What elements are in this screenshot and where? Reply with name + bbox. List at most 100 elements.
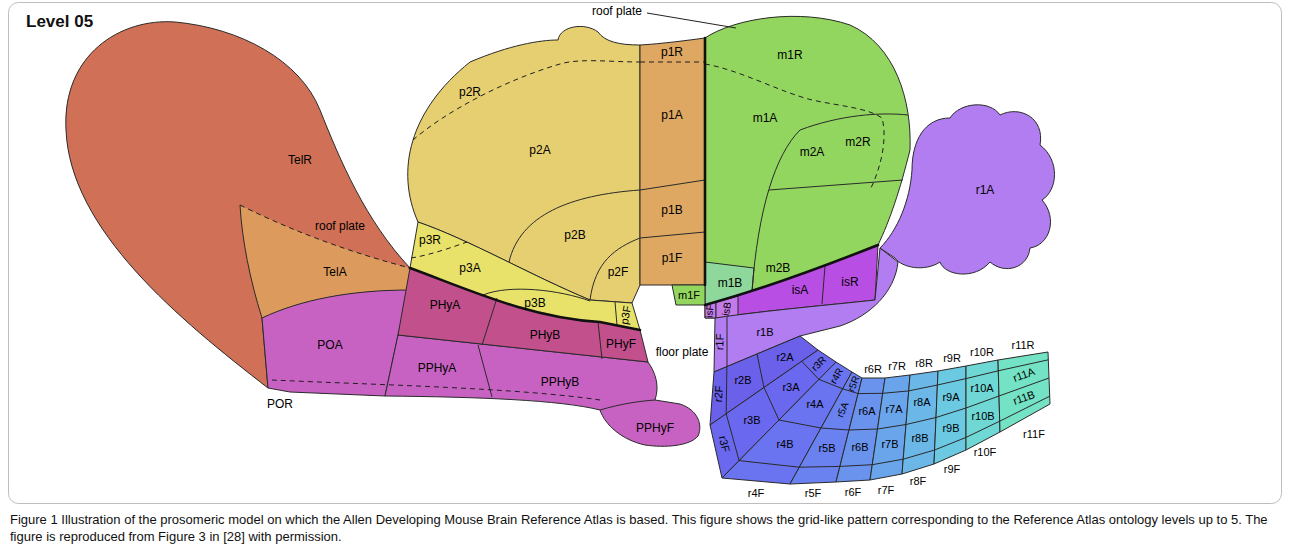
figure-caption: Figure 1 Illustration of the prosomeric …: [10, 511, 1280, 545]
forebrain-regions-part: [598, 322, 602, 359]
region-label: p1F: [662, 252, 683, 264]
hindbrain-grid: [710, 336, 1050, 484]
region-label: r5F: [805, 488, 822, 499]
forebrain-regions-part: [705, 302, 716, 318]
region-label: r3F: [717, 435, 731, 454]
region-label: PPHyA: [418, 362, 457, 374]
region-label: m1A: [753, 112, 778, 124]
region-label: p2F: [608, 266, 629, 278]
region-label: r3B: [743, 415, 760, 426]
region-label: r11R: [1011, 340, 1034, 351]
figure-level-title: Level 05: [26, 12, 93, 32]
region-label: m1F: [678, 290, 700, 301]
region-label: r6A: [858, 406, 875, 417]
forebrain-regions-part: [410, 222, 640, 330]
roof-floor-dashes-part: [705, 64, 884, 190]
region-label: PHyA: [430, 299, 461, 311]
region-label: PHyB: [530, 329, 561, 341]
region-label: PHyF: [606, 338, 636, 350]
region-label: r4A: [806, 399, 823, 410]
region-label: p1A: [661, 109, 682, 121]
region-label: r2B: [734, 375, 751, 386]
region-label: p3B: [524, 297, 545, 309]
major-boundaries-part: [704, 38, 707, 285]
region-label: r1B: [756, 327, 773, 338]
region-label: r7B: [881, 439, 898, 450]
region-label: floor plate: [656, 346, 709, 358]
forebrain-regions-part: [640, 180, 705, 190]
region-label: p2B: [564, 229, 585, 241]
region-label: p1B: [661, 204, 682, 216]
hindbrain-grid-part: [998, 352, 1050, 432]
hindbrain-grid-part: [966, 360, 1000, 450]
region-label: p3A: [459, 262, 480, 274]
region-label: isR: [841, 276, 858, 288]
region-label: r11F: [1023, 429, 1045, 440]
forebrain-regions-part: [615, 302, 617, 325]
forebrain-regions-part: [240, 205, 262, 318]
hindbrain-grid-part: [757, 354, 1049, 430]
region-label: r1A: [976, 184, 995, 196]
region-label: roof plate: [315, 220, 365, 232]
region-label: r5B: [818, 443, 835, 454]
region-label: PPHyB: [541, 376, 580, 388]
forebrain-regions-part: [769, 180, 903, 190]
region-label: m1R: [777, 49, 802, 61]
region-label: r10B: [971, 411, 994, 422]
forebrain-regions-part: [727, 317, 728, 367]
region-label: isA: [792, 284, 809, 296]
region-label: p2A: [529, 144, 550, 156]
major-boundaries-part: [705, 245, 878, 305]
region-label: roof plate: [592, 5, 642, 17]
region-label: r9R: [943, 353, 961, 364]
region-label: r8R: [915, 358, 933, 369]
region-label: r7R: [888, 361, 906, 372]
region-label: p3R: [419, 234, 441, 246]
region-label: r2F: [713, 385, 725, 402]
region-label: r3A: [782, 382, 799, 393]
region-label: r10A: [970, 383, 993, 394]
region-label: r2A: [776, 352, 793, 363]
forebrain-regions-part: [590, 238, 640, 300]
region-label: r6R: [864, 364, 882, 375]
roof-floor-dashes: [240, 61, 884, 400]
region-label: r4B: [776, 439, 793, 450]
roof-floor-dashes-part: [413, 61, 640, 140]
major-boundaries-part: [410, 268, 640, 330]
forebrain-regions-part: [640, 38, 705, 285]
hindbrain-grid-part: [934, 366, 966, 464]
region-label: m2A: [800, 146, 825, 158]
region-label: m2R: [845, 136, 870, 148]
region-label: r9B: [942, 423, 959, 434]
forebrain-regions-part: [822, 266, 825, 304]
forebrain-regions-part: [509, 190, 640, 262]
forebrain-regions-part: [385, 335, 700, 446]
region-label: r9F: [944, 464, 961, 475]
major-boundaries: [410, 38, 878, 330]
region-label: r6F: [845, 487, 862, 498]
forebrain-regions-part: [672, 285, 705, 305]
region-label: r8A: [913, 397, 930, 408]
forebrain-regions-part: [880, 105, 1055, 274]
roof-floor-dashes-part: [240, 205, 410, 268]
region-label: PPHyF: [636, 422, 674, 434]
forebrain-regions-part: [482, 298, 497, 345]
region-label: r7F: [878, 485, 895, 496]
region-label: r6B: [851, 442, 868, 453]
region-label: p2R: [459, 86, 481, 98]
region-label: r10R: [970, 347, 994, 358]
region-label: r1F: [714, 334, 726, 351]
region-label: r4F: [748, 488, 765, 499]
region-label: isF: [704, 304, 715, 318]
region-label: TelR: [288, 154, 312, 166]
hindbrain-grid-part: [726, 367, 1049, 468]
region-label: r9A: [942, 392, 959, 403]
region-label: m2B: [766, 262, 791, 274]
forebrain-regions-part: [600, 400, 655, 410]
region-label: m1B: [718, 277, 743, 289]
region-label: POA: [317, 339, 342, 351]
roof-floor-dashes-part: [640, 62, 705, 63]
region-label: TelA: [323, 266, 346, 278]
